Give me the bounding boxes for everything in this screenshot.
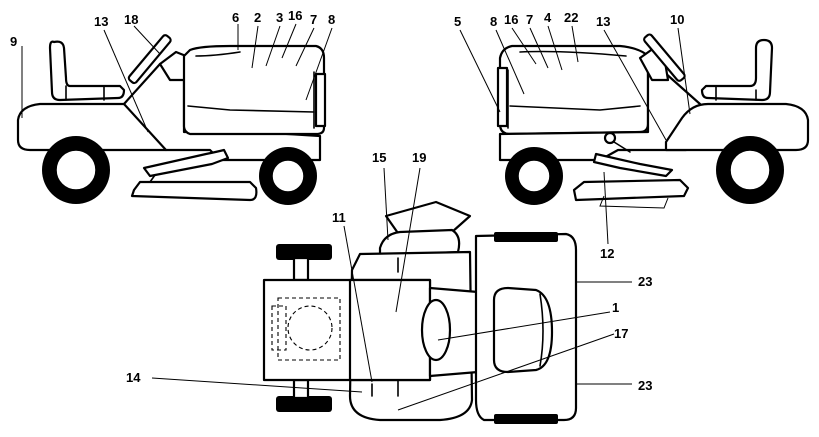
steering-wheel-right-view [643, 33, 686, 82]
callout-4: 4 [544, 10, 552, 25]
mower-deck-left-view [130, 180, 258, 202]
headlight-right-view [496, 66, 509, 128]
footrest-right-view [592, 152, 674, 178]
callout-5: 5 [454, 14, 461, 29]
callout-15: 15 [372, 150, 386, 165]
mower-deck-right-view [572, 178, 690, 202]
callout-2: 2 [254, 10, 261, 25]
callout-7-right: 7 [526, 12, 533, 27]
callout-12: 12 [600, 246, 614, 261]
steering-console-top-view [420, 298, 452, 362]
callout-19: 19 [412, 150, 426, 165]
callout-9: 9 [10, 34, 17, 49]
rear-fender-right-view [664, 102, 810, 152]
callout-13-right: 13 [596, 14, 610, 29]
callout-16-right: 16 [504, 12, 518, 27]
front-wheel-top-left [276, 244, 332, 260]
callout-14: 14 [126, 370, 141, 385]
callout-13-left: 13 [94, 14, 108, 29]
seat-top-view [492, 286, 554, 374]
callout-8-left: 8 [328, 12, 335, 27]
callout-23-top: 23 [638, 274, 652, 289]
hood-left-view [182, 44, 326, 136]
callout-18: 18 [124, 12, 138, 27]
steering-wheel-left-view [127, 34, 172, 85]
rear-wheel-top-right [494, 414, 558, 424]
front-wheel-top-right [276, 396, 332, 412]
callout-23-bottom: 23 [638, 378, 652, 393]
seat-right-view [700, 38, 774, 102]
seat-left-view [48, 40, 126, 102]
callout-1: 1 [612, 300, 619, 315]
callout-16-left: 16 [288, 8, 302, 23]
lift-lever-knob [603, 131, 617, 145]
callout-10: 10 [670, 12, 684, 27]
tractor-left-side-view [16, 34, 327, 205]
tractor-right-side-view [496, 33, 810, 209]
engine-outline-dashed [277, 297, 341, 361]
callout-3: 3 [276, 10, 283, 25]
callout-labels: 9 13 18 6 2 3 16 7 8 5 8 16 7 4 22 13 10… [10, 8, 684, 393]
center-body-top-view [348, 278, 432, 382]
callout-7-left: 7 [310, 12, 317, 27]
callout-8-right: 8 [490, 14, 497, 29]
footrest-left-view [142, 148, 230, 178]
callout-11: 11 [332, 210, 346, 225]
tractor-top-view [262, 200, 578, 424]
leader-lines [21, 23, 691, 411]
callout-6: 6 [232, 10, 239, 25]
headlight-left-view [314, 72, 327, 128]
callout-22: 22 [564, 10, 578, 25]
callout-17: 17 [614, 326, 628, 341]
rear-wheel-top-left [494, 232, 558, 242]
